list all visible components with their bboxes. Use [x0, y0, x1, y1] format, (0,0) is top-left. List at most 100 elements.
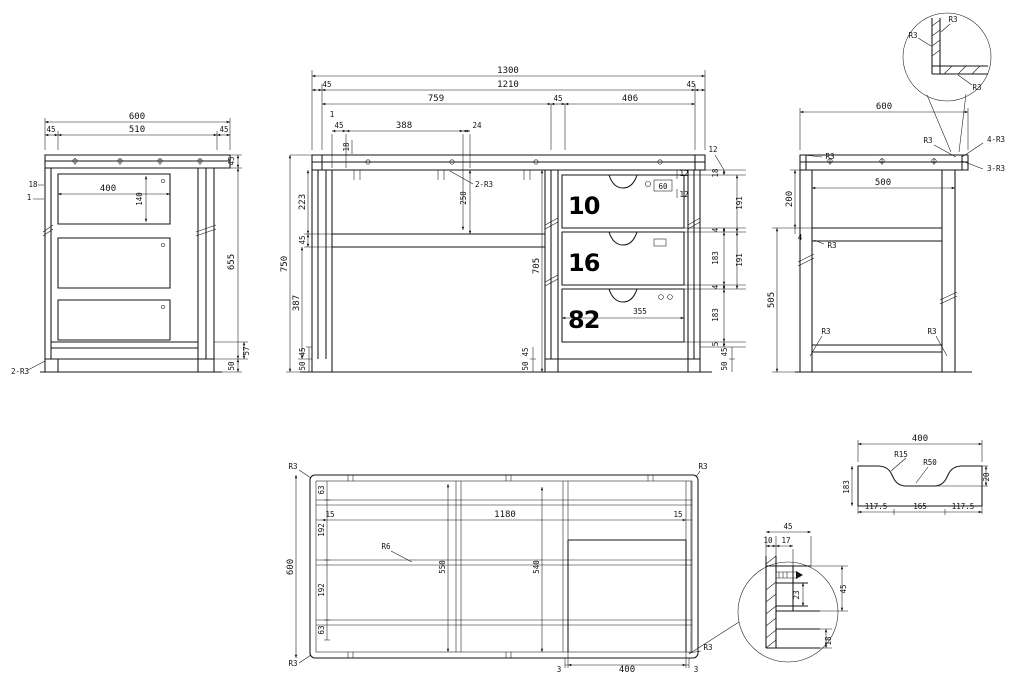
note-ep-r50: R50 [923, 458, 937, 467]
dim-f-chain-4a: 4 [711, 227, 720, 232]
dim-f-apron-45: 45 [334, 121, 343, 130]
dim-sl-drawer-400: 400 [100, 184, 116, 194]
dim-f-45-l: 45 [322, 80, 331, 89]
note-sr-3r3: 3-R3 [987, 164, 1005, 173]
dim-cd-18: 18 [824, 636, 833, 646]
dim-f-1300: 1300 [497, 66, 519, 76]
dim-f-387: 387 [292, 295, 302, 311]
note-ep-r15: R15 [894, 450, 908, 459]
dim-f-prfoot-45: 45 [720, 347, 729, 356]
dim-f-223: 223 [298, 194, 308, 210]
side-left-dimensions: 600 45 510 45 18 1 400 140 45 655 57 50 … [11, 112, 251, 376]
side-right-fasteners [827, 158, 937, 164]
detail-hatch [765, 555, 796, 649]
dim-f-chain-183b: 183 [711, 308, 720, 322]
dim-p-192b: 192 [317, 583, 326, 597]
dim-sr-600: 600 [876, 102, 892, 112]
dim-sl-gap-1: 1 [27, 193, 32, 202]
dim-f-24: 24 [472, 121, 482, 130]
note-sr-4r3: 4-R3 [987, 135, 1005, 144]
edge-profile-dimensions: 400 R15 R50 183 117.5 165 117.5 20 [842, 434, 991, 515]
dim-f-759: 759 [428, 94, 444, 104]
side-left-drawers [57, 173, 171, 341]
dim-cd-45-top: 45 [783, 522, 792, 531]
corner-detail-circle: R3 R3 R3 [902, 12, 992, 153]
dim-f-chain-5: 5 [711, 342, 720, 347]
dim-sl-base-57: 57 [242, 346, 251, 355]
dim-f-chain-18: 18 [711, 168, 720, 178]
note-p-r3-bl: R3 [288, 659, 297, 668]
dim-sr-200: 200 [785, 191, 795, 207]
dim-sl-overall-width: 600 [129, 112, 145, 122]
dim-f-250: 250 [459, 191, 468, 205]
plan-inner [315, 480, 693, 653]
plan-cutout [567, 539, 687, 652]
note-dc-r3-b: R3 [948, 15, 957, 24]
dim-p-400: 400 [619, 665, 635, 675]
detail-circle [737, 561, 839, 663]
plan-dimensions: R3 R3 63 15 1180 15 192 192 63 R6 600 55… [286, 462, 740, 675]
dim-cd-23: 23 [792, 590, 801, 599]
dim-sl-inset-left: 45 [46, 125, 55, 134]
front-fasteners [365, 159, 673, 300]
dim-f-chain-4b: 4 [711, 284, 720, 289]
dim-f-750: 750 [280, 256, 290, 272]
dim-f-355: 355 [633, 307, 647, 316]
dim-sr-505: 505 [767, 292, 777, 308]
note-p-r3-tl: R3 [288, 462, 297, 471]
dim-cd-17: 17 [781, 536, 790, 545]
dim-sl-inset-right: 45 [219, 125, 228, 134]
dim-sl-top-45: 45 [227, 156, 236, 165]
dim-f-191a: 191 [735, 196, 744, 210]
dim-p-3l: 3 [557, 665, 562, 674]
note-sr-r3-footl: R3 [821, 327, 830, 336]
detail-dimensions: 45 10 17 45 23 18 [763, 522, 848, 649]
note-dc-r3-a: R3 [908, 31, 917, 40]
dim-ep-400: 400 [912, 434, 928, 444]
dim-f-plfoot-45: 45 [521, 347, 530, 356]
dim-f-lfoot-45: 45 [298, 347, 307, 356]
dim-f-prfoot-50: 50 [720, 361, 729, 371]
dim-sr-500: 500 [875, 178, 891, 188]
dim-p-540: 540 [532, 560, 541, 574]
dim-sl-drawer-140: 140 [135, 192, 144, 206]
dim-f-191b: 191 [735, 253, 744, 267]
dim-f-12a: 12 [679, 169, 688, 178]
note-sr-r3-rail: R3 [827, 241, 836, 250]
dim-f-gap-1: 1 [330, 110, 335, 119]
note-sr-r3-footr: R3 [927, 327, 936, 336]
note-p-r3-cutout: R3 [703, 643, 712, 652]
view-side-left: 600 45 510 45 18 1 400 140 45 655 57 50 … [11, 112, 251, 376]
dim-ep-117r: 117.5 [952, 502, 975, 511]
dim-f-406: 406 [622, 94, 638, 104]
dim-f-chain-183a: 183 [711, 251, 720, 265]
dim-f-12: 12 [708, 145, 717, 154]
note-sr-r3-tr: R3 [923, 136, 932, 145]
dim-ep-20: 20 [982, 472, 991, 482]
side-right-dimensions: 600 500 R3 R3 4-R3 3-R3 200 4 R3 505 R3 … [767, 102, 1005, 373]
dim-sl-panel-18: 18 [28, 180, 38, 189]
note-p-r3-tr: R3 [698, 462, 707, 471]
dim-sl-foot-50: 50 [227, 361, 236, 371]
dim-f-lfoot-50: 50 [298, 361, 307, 371]
dim-p-63b: 63 [317, 625, 326, 634]
note-p-r6: R6 [381, 542, 391, 551]
side-left-details [42, 158, 217, 237]
note-sr-r3-tl: R3 [825, 152, 834, 161]
dim-f-388: 388 [396, 121, 412, 131]
dim-sl-inner-width: 510 [129, 125, 145, 135]
dim-f-rail-45: 45 [298, 235, 307, 244]
dim-p-1180: 1180 [494, 510, 516, 520]
view-front: 10 16 82 1300 45 1210 45 759 45 406 1 45… [280, 66, 746, 373]
dim-p-600: 600 [286, 559, 296, 575]
dim-sl-height-655: 655 [227, 254, 237, 270]
dim-f-1210: 1210 [497, 80, 519, 90]
dim-f-plfoot-50: 50 [521, 361, 530, 371]
dim-sr-4: 4 [798, 233, 803, 242]
side-left-fasteners [72, 158, 203, 309]
dim-cd-45-right: 45 [839, 584, 848, 593]
dim-ep-117l: 117.5 [865, 502, 888, 511]
dim-p-550: 550 [438, 560, 447, 574]
dim-f-12b: 12 [679, 190, 688, 199]
